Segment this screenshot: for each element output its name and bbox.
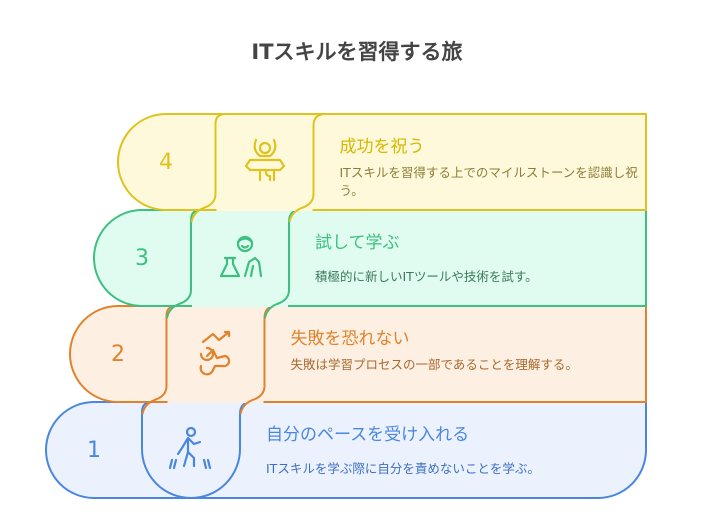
step-number: 3 (135, 246, 149, 271)
scientist-flask-icon (215, 232, 265, 282)
step-title: 成功を祝う (339, 137, 425, 157)
step-1-shape (45, 401, 647, 499)
celebrating-person-icon (240, 136, 290, 186)
step-description: ITスキルを学ぶ際に自分を責めないことを学ぶ。 (266, 461, 540, 476)
step-3-shape (93, 209, 647, 319)
step-number: 2 (111, 342, 125, 367)
diagram-title: ITスキルを習得する旅 (251, 40, 463, 64)
step-description: 失敗は学習プロセスの一部であることを理解する。 (290, 357, 578, 372)
step-title: 試して学ぶ (315, 233, 400, 253)
step-description: ITスキルを習得する上でのマイルストーンを認識し祝う。 (339, 165, 638, 198)
step-title: 自分のペースを受け入れる (266, 425, 470, 445)
step-number: 1 (87, 438, 101, 463)
step-description: 積極的に新しいITツールや技術を試す。 (315, 269, 538, 284)
walking-person-icon (166, 424, 216, 474)
step-2-shape (69, 305, 647, 415)
step-number: 4 (159, 150, 173, 175)
step-title: 失敗を恐れない (290, 329, 410, 349)
stumbling-person-icon (191, 328, 241, 378)
step-4-shape (117, 113, 647, 223)
